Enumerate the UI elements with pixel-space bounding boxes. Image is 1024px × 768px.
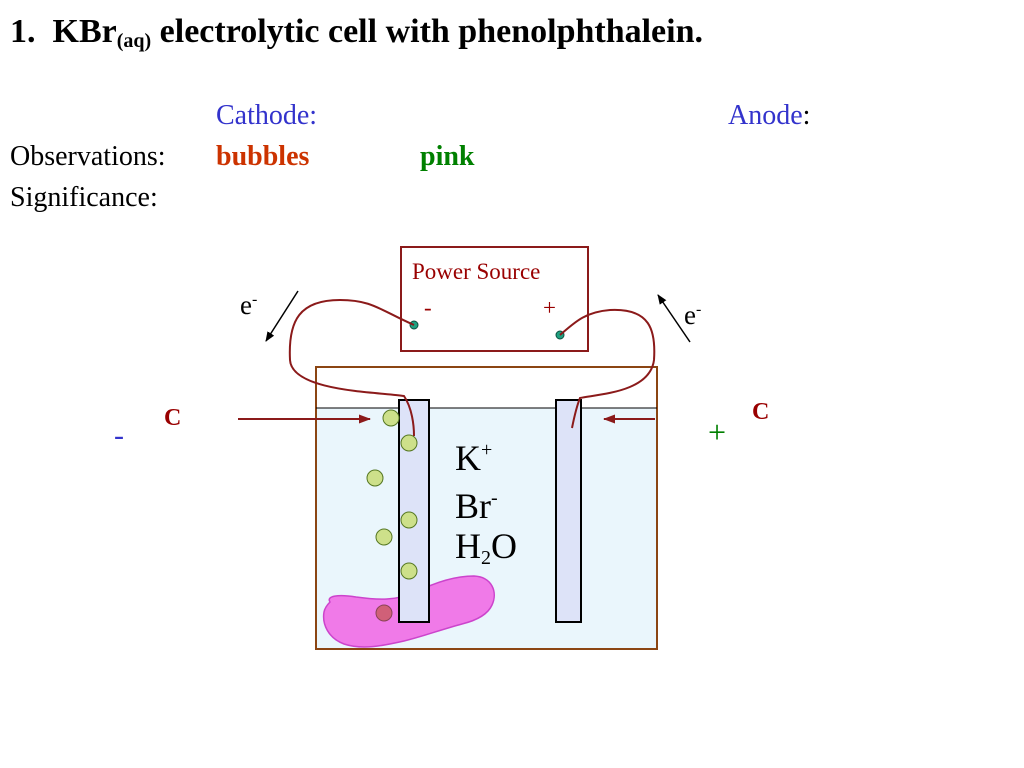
anode-label: Anode bbox=[728, 100, 803, 131]
cathode-sign: - bbox=[114, 419, 124, 452]
ion-potassium: K+ bbox=[455, 430, 492, 478]
anode-wire bbox=[559, 308, 656, 429]
power-positive-label: + bbox=[543, 295, 556, 320]
anode-header: Anode: bbox=[728, 100, 810, 132]
ion-symbol: Br bbox=[455, 486, 491, 526]
electron-symbol: e bbox=[684, 300, 696, 330]
water-subscript: 2 bbox=[481, 547, 491, 569]
electron-charge: - bbox=[251, 291, 258, 308]
cathode-wire bbox=[288, 298, 415, 437]
title-number: 1. bbox=[10, 13, 36, 50]
power-negative-label: - bbox=[424, 295, 432, 320]
anode-electrode bbox=[555, 399, 582, 623]
electron-label-right: e- bbox=[684, 294, 701, 331]
slide-title: 1. KBr(aq) electrolytic cell with phenol… bbox=[10, 10, 703, 63]
cathode-header: Cathode: bbox=[216, 100, 318, 131]
ion-bromide: Br- bbox=[455, 478, 498, 526]
bubble bbox=[400, 434, 418, 452]
electron-arrow-right bbox=[657, 294, 691, 343]
bubble bbox=[400, 562, 418, 580]
bubble bbox=[366, 469, 384, 487]
ion-charge: - bbox=[491, 487, 498, 509]
significance-label: Significance: bbox=[10, 182, 158, 213]
electron-charge: - bbox=[695, 301, 702, 318]
observation-pink: pink bbox=[420, 141, 475, 172]
observation-bubbles: bubbles bbox=[216, 141, 310, 172]
electron-label-left: e- bbox=[240, 284, 257, 321]
cathode-material-label: C bbox=[164, 405, 182, 431]
electron-arrow-left bbox=[265, 290, 299, 342]
water-h: H bbox=[455, 526, 481, 566]
anode-sign: + bbox=[708, 414, 727, 450]
bubble bbox=[375, 528, 393, 546]
title-formula: KBr bbox=[52, 13, 117, 50]
bubble bbox=[400, 511, 418, 529]
electron-symbol: e bbox=[240, 290, 252, 320]
ion-charge: + bbox=[481, 439, 493, 461]
molecule-water: H2O bbox=[455, 526, 517, 578]
bubble bbox=[382, 409, 400, 427]
observations-label: Observations: bbox=[10, 141, 166, 172]
anode-material-label: C bbox=[752, 399, 770, 425]
title-rest: electrolytic cell with phenolphthalein. bbox=[159, 13, 704, 50]
power-source-label: Power Source bbox=[412, 259, 541, 284]
anode-colon: : bbox=[802, 100, 811, 131]
ion-symbol: K bbox=[455, 438, 481, 478]
water-o: O bbox=[491, 526, 517, 566]
title-state: (aq) bbox=[116, 30, 152, 52]
bubble bbox=[375, 604, 393, 622]
